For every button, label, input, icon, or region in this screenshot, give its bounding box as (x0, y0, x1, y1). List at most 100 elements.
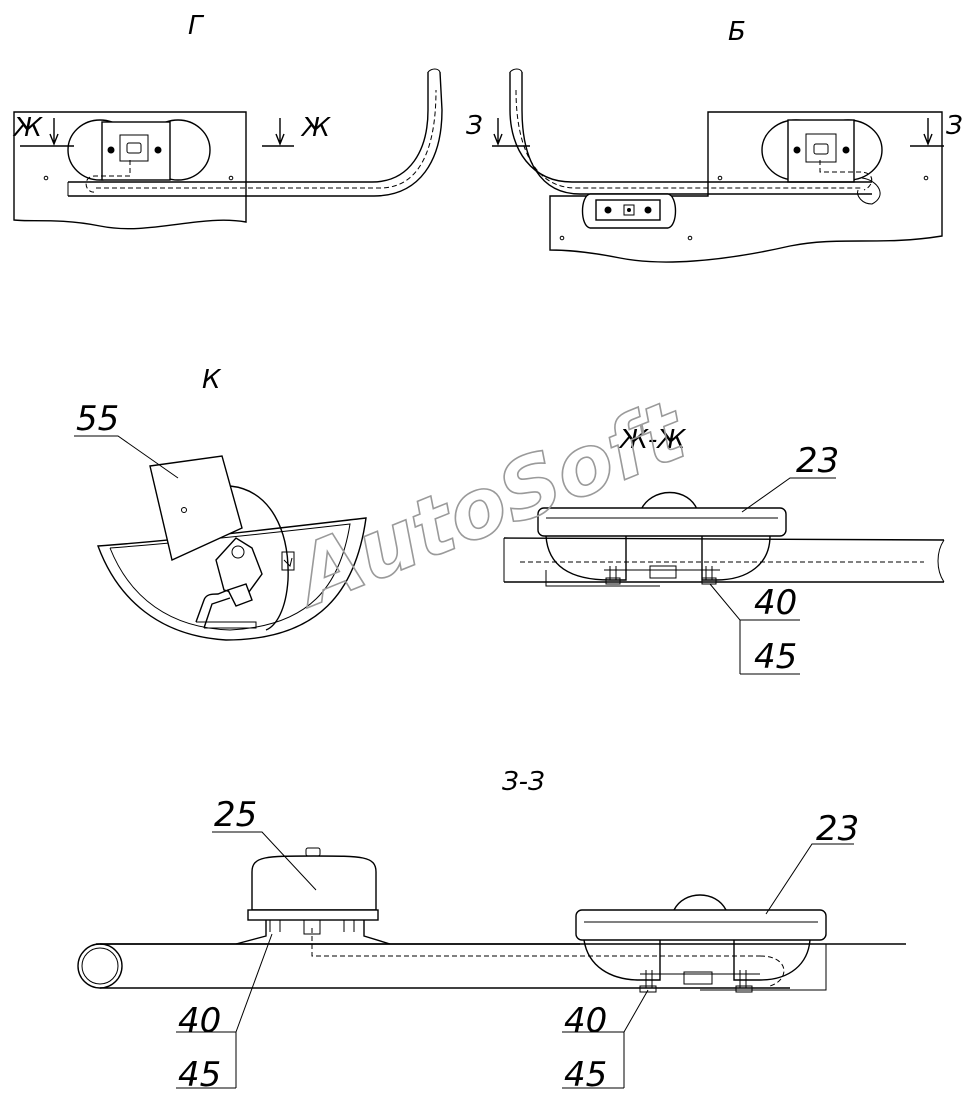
pipe-cut (937, 539, 945, 583)
section-z-z: З-З 25 40 45 23 40 45 (77, 767, 906, 1095)
lamp-dome (639, 491, 699, 513)
lamp-connector (126, 142, 142, 154)
view-g-label: Г (188, 11, 205, 41)
pipe-upper-edge (68, 72, 429, 183)
view-b-label: Б (728, 17, 746, 47)
lamp-lens-23 (537, 507, 787, 537)
nut (227, 583, 253, 607)
studs (609, 566, 713, 580)
lamp-socket-walls (625, 536, 703, 566)
section-zh-zh-label: Ж-Ж (618, 425, 686, 455)
pipe-lower-edge (521, 72, 872, 195)
hole (923, 175, 929, 181)
section-zh-zh: Ж-Ж 23 40 45 (503, 425, 945, 677)
callout-25: 25 (214, 795, 257, 835)
callout-55: 55 (76, 399, 119, 439)
hole (43, 175, 49, 181)
callout-23-right-leader (765, 843, 854, 915)
panel-outline (13, 111, 247, 230)
wire-branch (85, 160, 131, 193)
connector-pin (627, 208, 631, 212)
callout-40-right: 40 (564, 1001, 607, 1041)
lamp-lens-23 (575, 909, 827, 941)
lamp-socket (805, 133, 837, 163)
section-arrow (923, 118, 933, 146)
studs (645, 970, 747, 988)
wire-route (96, 89, 437, 189)
pipe-upper-edge (509, 72, 872, 183)
hole (181, 507, 187, 513)
callout-45: 45 (754, 637, 797, 677)
pipe-cut (509, 68, 523, 73)
callout-55-leader (74, 435, 179, 479)
wire-route (515, 89, 862, 189)
section-arrow (49, 118, 59, 146)
bolt-right (842, 146, 850, 154)
pipe-edges (100, 943, 790, 989)
callout-40: 40 (754, 583, 797, 623)
nut (735, 985, 753, 993)
nut (639, 985, 657, 993)
clip (281, 551, 295, 571)
section-arrow (493, 118, 503, 146)
section-mark-z-left: З (466, 111, 483, 141)
bolt-right (154, 146, 162, 154)
section-z-z-label: З-З (502, 767, 545, 797)
connector (649, 565, 677, 579)
device-bracket (235, 920, 391, 945)
callout-23: 23 (796, 441, 839, 481)
view-k: К 55 (74, 365, 367, 641)
lamp-body-arc (229, 485, 289, 631)
view-k-label: К (202, 365, 222, 395)
bracket-outline (545, 570, 660, 587)
lamp-housing-55 (149, 455, 243, 561)
callout-40-45-right-leader (562, 989, 649, 1089)
device-base (247, 909, 379, 921)
pipe-end (857, 177, 881, 205)
connector-pin (604, 206, 612, 214)
connector-pin (644, 206, 652, 214)
base-plate (196, 621, 257, 629)
view-b: Б З З (466, 17, 963, 263)
pipe-cut (427, 68, 441, 73)
callout-23-leader (741, 477, 836, 513)
support-strap (195, 589, 231, 629)
device-housing-25 (251, 855, 377, 911)
lamp-connector (813, 143, 829, 155)
nut (701, 577, 717, 585)
lamp-socket (119, 134, 149, 162)
callout-40-45-left-leader (176, 933, 273, 1089)
callout-40-45-leader (709, 583, 800, 675)
wire-route (311, 928, 760, 957)
callout-45-left: 45 (178, 1055, 221, 1095)
pipe-lower-edge (68, 71, 443, 197)
section-mark-z-right: З (946, 111, 963, 141)
lamp-body (583, 939, 811, 981)
view-g: Г Ж Ж (12, 11, 443, 230)
hole (717, 175, 723, 181)
pipe-end-inner (81, 947, 119, 985)
device-cap (305, 847, 321, 857)
callout-25-leader (212, 831, 317, 891)
hole (228, 175, 234, 181)
bolt-left (793, 146, 801, 154)
nut (605, 577, 621, 585)
studs (269, 920, 355, 932)
watermark: AutoSoft (278, 383, 700, 627)
callout-45-right: 45 (564, 1055, 607, 1095)
wire-branch (819, 160, 873, 191)
connector-pin-square (623, 204, 635, 216)
wire-end (759, 955, 785, 987)
bolt-left (107, 146, 115, 154)
mount-bracket (215, 537, 263, 597)
connector (303, 919, 321, 935)
section-mark-zh-left: Ж (12, 113, 43, 143)
pivot-bolt (231, 545, 245, 559)
pipe-edges (503, 537, 945, 583)
callout-23-right: 23 (816, 809, 859, 849)
lamp-body (545, 535, 771, 581)
callout-40-left: 40 (178, 1001, 221, 1041)
panel-outline (549, 111, 943, 263)
connector (683, 971, 713, 985)
